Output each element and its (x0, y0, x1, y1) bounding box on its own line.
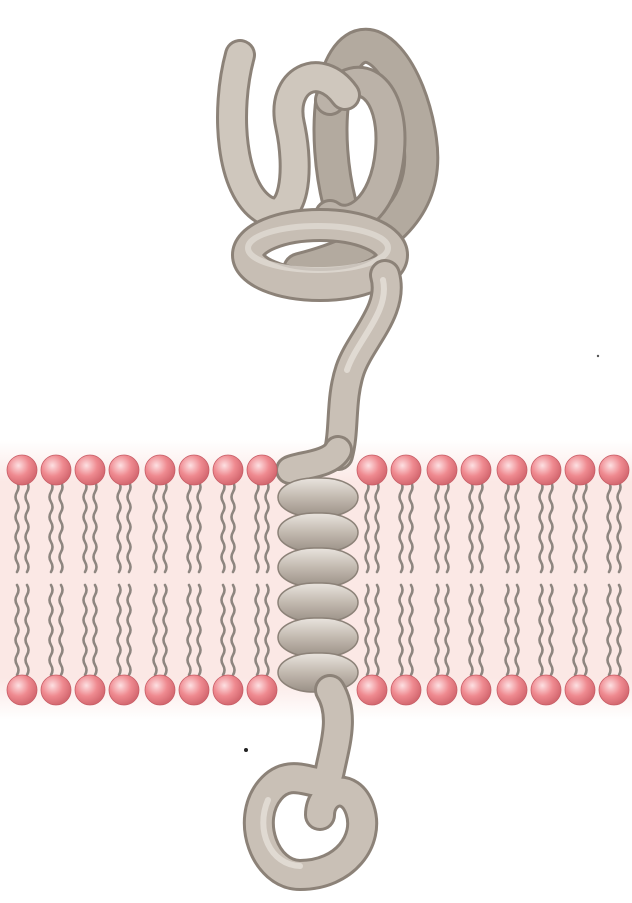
lipid-head (565, 675, 595, 705)
lipid-head (599, 675, 629, 705)
lipid-head (213, 675, 243, 705)
lipid-head (179, 455, 209, 485)
lipid-head (247, 675, 277, 705)
lipid-head (7, 455, 37, 485)
lipid-head (391, 675, 421, 705)
lipid-head (247, 455, 277, 485)
lipid-head (461, 675, 491, 705)
lipid-head (41, 675, 71, 705)
helix-turn (278, 478, 358, 517)
lipid-head (565, 455, 595, 485)
extracellular-domain (232, 46, 421, 455)
lipid-head (497, 455, 527, 485)
lipid-head (75, 455, 105, 485)
lipid-head (213, 455, 243, 485)
lipid-head (7, 675, 37, 705)
lipid-head (427, 455, 457, 485)
lipid-head (75, 675, 105, 705)
speck (244, 748, 248, 752)
lipid-head (179, 675, 209, 705)
lipid-head (531, 455, 561, 485)
lipid-head (357, 675, 387, 705)
helix-turn (278, 618, 358, 657)
lipid-head (427, 675, 457, 705)
lipid-head (41, 455, 71, 485)
lipid-head (531, 675, 561, 705)
lipid-head (109, 675, 139, 705)
lipid-head (599, 455, 629, 485)
lipid-head (461, 455, 491, 485)
lipid-head (391, 455, 421, 485)
lipid-head (357, 455, 387, 485)
lipid-head (145, 675, 175, 705)
lipid-head (497, 675, 527, 705)
lipid-head (145, 455, 175, 485)
helix-turn (278, 513, 358, 552)
lipid-head (109, 455, 139, 485)
helix-turn (278, 548, 358, 587)
helix-turn (278, 583, 358, 622)
speck (597, 355, 599, 357)
